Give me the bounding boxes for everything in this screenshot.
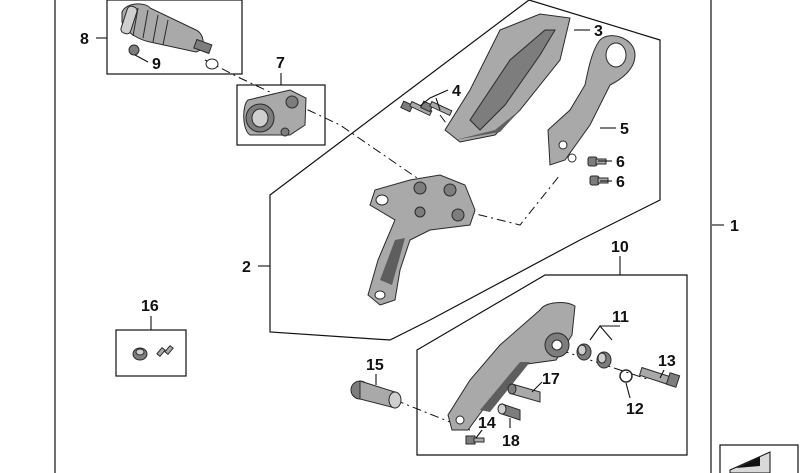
- spacer-part-17: [507, 383, 541, 403]
- bushings-part-11: [576, 343, 612, 369]
- sheet-corner-symbol: [719, 444, 799, 473]
- pivot-pin-part-15: [350, 380, 402, 409]
- callout-2: 2: [242, 259, 251, 276]
- footrest-carrier-part: [367, 174, 476, 306]
- callout-14: 14: [478, 415, 496, 432]
- callout-13: 13: [658, 353, 676, 370]
- group-frame-2: [269, 0, 661, 341]
- footpeg-part: [120, 3, 219, 70]
- group-frame-8: [106, 0, 243, 75]
- callout-3: 3: [594, 23, 603, 40]
- heel-guard-part: [444, 13, 571, 143]
- callout-11: 11: [612, 309, 629, 326]
- callout-18: 18: [502, 433, 520, 450]
- group-frame-16: [115, 329, 187, 377]
- shift-lever-part: [447, 302, 576, 431]
- axis-line-shifter: [394, 399, 471, 431]
- circlip-part-12: [619, 369, 633, 383]
- callout-1: 1: [730, 218, 739, 235]
- axis-line-footrest: [204, 59, 421, 181]
- callout-8: 8: [80, 31, 89, 48]
- callout-4: 4: [452, 83, 461, 100]
- callout-6a: 6: [616, 154, 625, 171]
- small-parts-kit-16: [132, 344, 174, 361]
- callout-6b: 6: [616, 174, 625, 191]
- bracket-part: [547, 35, 636, 166]
- screw-part-14: [465, 435, 485, 445]
- callout-12: 12: [626, 401, 644, 418]
- clamp-part: [243, 89, 307, 137]
- bolt-part-13: [638, 366, 681, 388]
- bolts-part-4: [400, 100, 453, 117]
- callout-17: 17: [542, 371, 560, 388]
- group-frame-10: [416, 274, 688, 456]
- callout-16: 16: [141, 298, 159, 315]
- callout-9: 9: [152, 56, 161, 73]
- callout-7: 7: [276, 55, 285, 72]
- callout-5: 5: [620, 121, 629, 138]
- callout-15: 15: [366, 357, 384, 374]
- callout-10: 10: [611, 239, 629, 256]
- axis-line-bracket: [459, 174, 561, 226]
- sleeve-part-18: [497, 403, 521, 421]
